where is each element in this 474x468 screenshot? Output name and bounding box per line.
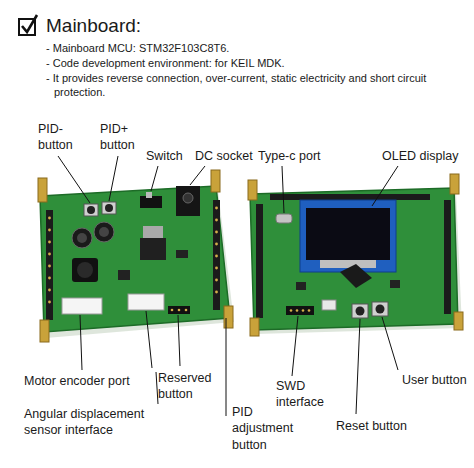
part-label: Type-c port <box>258 148 321 164</box>
check-icon <box>19 15 37 35</box>
part-label: Switch <box>146 148 183 164</box>
part-label: Motor encoder port <box>24 373 130 389</box>
feature-line: - Mainboard MCU: STM32F103C8T6. <box>46 41 229 55</box>
part-label: User button <box>402 372 467 388</box>
feature-line: - Code development environment: for KEIL… <box>46 56 285 70</box>
part-label: PID+ button <box>100 121 142 154</box>
control-board <box>248 174 463 336</box>
part-label: SWD interface <box>276 378 336 411</box>
heading: Mainboard: <box>46 14 141 39</box>
feature-line: - It provides reverse connection, over-c… <box>46 71 454 100</box>
part-label: PID- button <box>38 121 78 154</box>
part-label: Angular displacement sensor interface <box>24 406 154 439</box>
part-label: Reset button <box>336 418 407 434</box>
part-label: DC socket <box>195 148 253 164</box>
power-board <box>38 170 234 342</box>
part-label: PID adjustment button <box>232 404 307 453</box>
part-label: Reserved button <box>158 370 218 403</box>
part-label: OLED display <box>382 148 458 164</box>
